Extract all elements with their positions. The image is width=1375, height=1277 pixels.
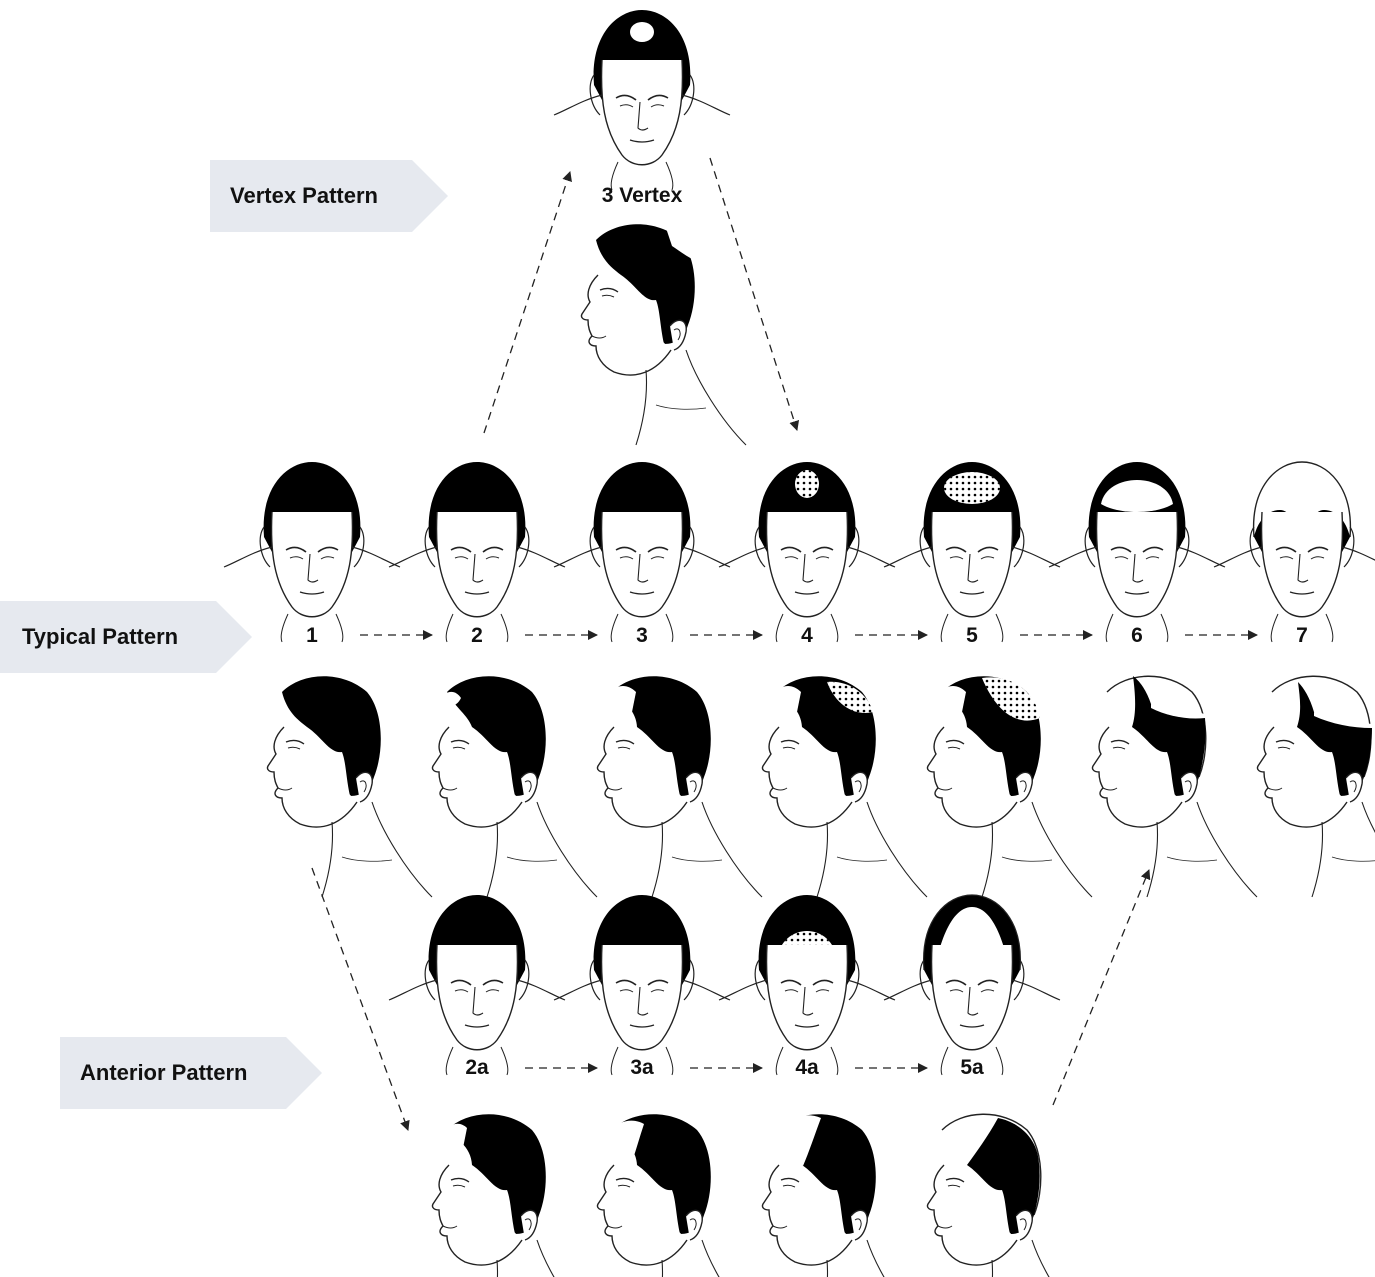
anterior-pattern-tag: Anterior Pattern xyxy=(60,1037,322,1109)
stage-label-7: 7 xyxy=(1296,624,1308,647)
arrow-vertex-to-typical-4 xyxy=(709,157,800,431)
stage-label-3: 3 xyxy=(636,624,648,647)
anterior-front-head-4a xyxy=(718,895,896,1076)
vertex-pattern-label: Vertex Pattern xyxy=(230,183,378,208)
stage-label-6: 6 xyxy=(1131,624,1143,647)
stage-label-2: 2 xyxy=(471,624,483,647)
typical-side-head-2 xyxy=(431,676,598,898)
typical-front-head-1 xyxy=(223,462,401,643)
stage-label-1: 1 xyxy=(306,624,318,647)
anterior-side-head-5a xyxy=(926,1113,1093,1277)
typical-front-head-3 xyxy=(553,462,731,643)
typical-side-head-5 xyxy=(926,676,1093,898)
typical-side-head-7 xyxy=(1256,675,1375,898)
vertex-pattern-tag: Vertex Pattern xyxy=(210,160,448,232)
stage-label-5: 5 xyxy=(966,624,978,647)
connector-arrows xyxy=(311,157,1258,1131)
anterior-side-head-3a xyxy=(596,1114,763,1277)
arrow-typical-to-vertex xyxy=(483,171,572,434)
stage-label-4: 4 xyxy=(801,624,813,647)
anterior-side-head-4a xyxy=(761,1114,928,1277)
anterior-pattern-label: Anterior Pattern xyxy=(80,1060,248,1085)
typical-front-head-7 xyxy=(1213,461,1375,643)
typical-side-head-4 xyxy=(761,676,928,898)
stage-label-4a: 4a xyxy=(795,1056,819,1079)
vertex-front-head xyxy=(553,10,731,191)
arrow-anterior-to-typical-6 xyxy=(1052,869,1151,1106)
typical-side-head-3 xyxy=(596,676,763,898)
stage-label-3a: 3a xyxy=(630,1056,654,1079)
anterior-front-head-3a xyxy=(553,895,731,1076)
arrow-typical-to-anterior xyxy=(311,867,410,1131)
typical-front-head-6 xyxy=(1048,462,1226,643)
stage-label-5a: 5a xyxy=(960,1056,984,1079)
typical-pattern-tag: Typical Pattern xyxy=(0,601,252,673)
vertex-side-head xyxy=(580,224,747,446)
typical-side-head-1 xyxy=(266,676,433,898)
stage-label-2a: 2a xyxy=(465,1056,489,1079)
stage-label-3-vertex: 3 Vertex xyxy=(601,184,683,207)
typical-side-head-6 xyxy=(1091,675,1258,898)
typical-front-head-4 xyxy=(718,462,896,643)
anterior-front-head-2a xyxy=(388,895,566,1076)
anterior-front-head-5a xyxy=(883,894,1061,1076)
typical-front-head-5 xyxy=(883,462,1061,643)
typical-front-head-2 xyxy=(388,462,566,643)
typical-pattern-label: Typical Pattern xyxy=(22,624,179,649)
anterior-side-head-2a xyxy=(431,1114,598,1277)
